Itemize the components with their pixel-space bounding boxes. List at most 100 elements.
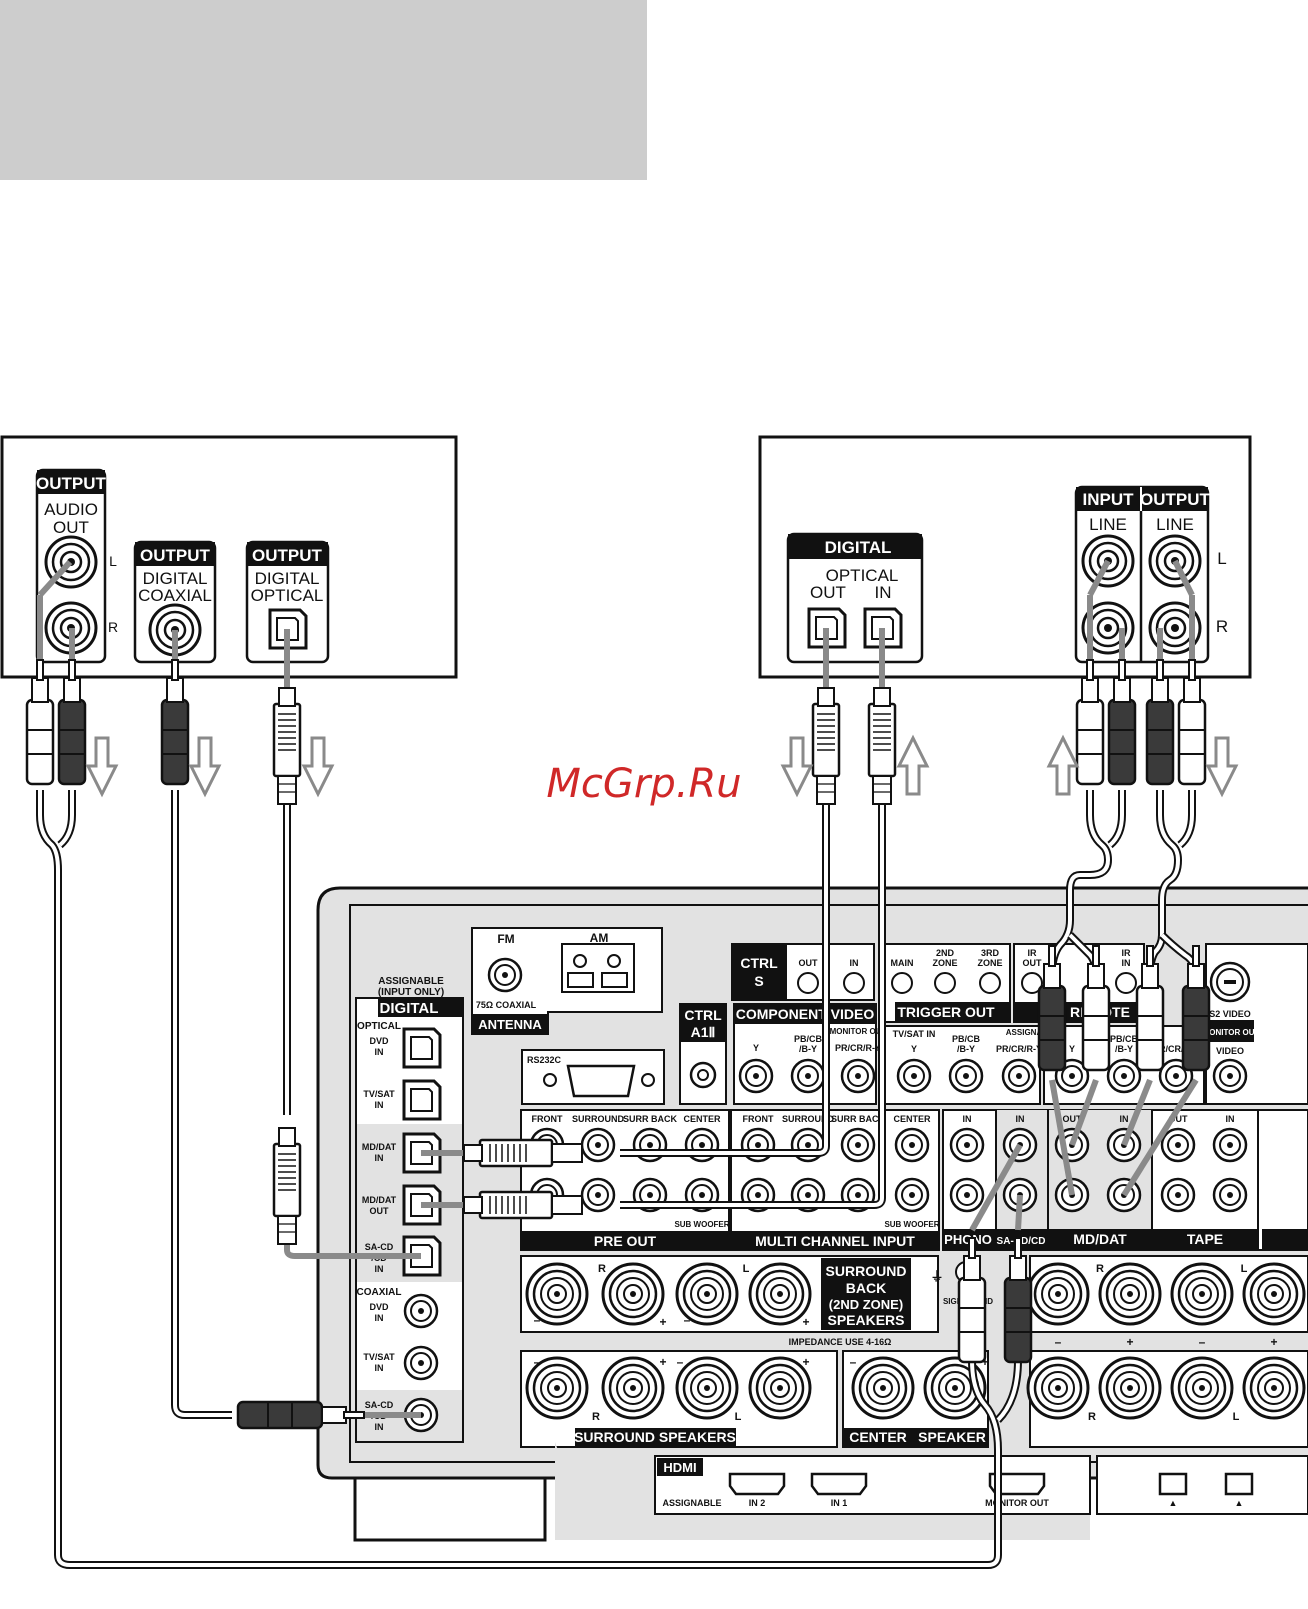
trigger-3rd-label-1: 3RD	[981, 948, 1000, 958]
phono-l-jack	[949, 1127, 985, 1163]
coax-jack-2-l2: IN	[375, 1363, 384, 1373]
sb-minus-2: –	[684, 1313, 691, 1327]
audio-r-plug	[57, 658, 87, 786]
ctrl-s-out-label: OUT	[799, 958, 819, 968]
spk-a-1	[1026, 1356, 1090, 1420]
line-input-label: LINE	[1089, 515, 1127, 534]
component-header-bg	[734, 1004, 876, 1024]
mci-subwoofer-jack	[894, 1177, 930, 1213]
comp1-pb-label-2: /B-Y	[799, 1044, 817, 1054]
sb-minus-1: –	[534, 1313, 541, 1327]
spk-a-2	[1098, 1356, 1162, 1420]
coax-plug	[160, 658, 190, 786]
audio-out-arrow	[86, 736, 118, 796]
line-input-header: INPUT	[1083, 490, 1135, 509]
coax-dvd-in-jack	[403, 1293, 439, 1329]
spk-b-plus-2: +	[1270, 1335, 1277, 1349]
mci-surround-label: SURROUND	[782, 1114, 835, 1124]
comp1-pr-label: PR/CR/R-Y	[835, 1043, 881, 1053]
am-screw-1	[573, 954, 587, 968]
optical-out-label-2: OPTICAL	[251, 586, 324, 605]
tape-out-l-jack	[1160, 1127, 1196, 1163]
comp3-pb-jack	[1106, 1058, 1142, 1094]
spk-b-minus-2: –	[1199, 1335, 1206, 1349]
phono-r-jack	[949, 1177, 985, 1213]
digital-input-only: (INPUT ONLY)	[378, 987, 444, 998]
surr-r-label: R	[592, 1411, 600, 1423]
surr-l-label: L	[735, 1411, 742, 1423]
audio-out-label-2: OUT	[53, 518, 89, 537]
sacd-link-r	[1015, 1194, 1023, 1231]
comp2-pb-jack	[948, 1058, 984, 1094]
comp3-assignable-label: ASSIGNABLE	[1006, 1028, 1059, 1037]
opt-cable-end	[284, 1245, 421, 1259]
trigger-2nd-jack	[934, 972, 956, 994]
mci-surrback-label: SURR BACK	[831, 1114, 886, 1124]
coax-jack-3-l3: IN	[375, 1422, 384, 1432]
comp1-monitor-out-label: MONITOR OUT	[830, 1027, 887, 1036]
ctrl-a1-jack-inner	[697, 1069, 709, 1081]
rec-opt-out-plug-receiver	[462, 1138, 584, 1168]
rs232c-port	[566, 1064, 636, 1098]
sb-r-label: R	[598, 1263, 606, 1275]
ilink-port-2	[1224, 1472, 1254, 1496]
line-in-l-plug	[1075, 658, 1105, 786]
center-minus: –	[850, 1355, 857, 1369]
spk-b-r-label: R	[1096, 1263, 1104, 1275]
rec-opt-in-plug-receiver	[462, 1190, 584, 1220]
antenna-label: ANTENNA	[478, 1017, 542, 1032]
surr-plus-1: +	[659, 1355, 666, 1369]
ir-out-jack	[1021, 972, 1043, 994]
comp2-pb-label-1: PB/CB	[952, 1034, 981, 1044]
optical-out-header: OUTPUT	[252, 546, 323, 565]
sb-l-label: L	[743, 1263, 750, 1275]
pre-out-header-bg	[521, 1231, 729, 1250]
line-in-r-plug	[1107, 658, 1137, 786]
optical-out-header-bg	[247, 542, 328, 566]
mci-center-label: CENTER	[893, 1114, 931, 1124]
spk-b-2	[1098, 1262, 1162, 1326]
source-device-left: OUTPUT AUDIO OUT L R OUTPUT DIGITAL COAX…	[0, 435, 458, 679]
audio-out-header-bg	[37, 470, 105, 494]
digital-header: DIGITAL	[380, 1000, 439, 1017]
mddat-out-label: OUT	[1063, 1114, 1083, 1124]
line-in-cable-inner	[1050, 790, 1111, 976]
surround-speakers-header-bg	[575, 1428, 736, 1447]
hdmi-header-bg	[657, 1458, 703, 1476]
sb-header-bg	[821, 1258, 911, 1330]
fm-coaxial-label: 75Ω COAXIAL	[476, 1000, 537, 1010]
sacd-in-label: IN	[1016, 1114, 1025, 1124]
preout-subwoofer-label: SUB WOOFER	[674, 1220, 729, 1229]
rs232c-label: RS232C	[527, 1055, 562, 1065]
center-speaker-label-2: SPEAKER	[918, 1429, 986, 1445]
spk-a-r-label: R	[1088, 1411, 1096, 1423]
ctrl-s-in-jack	[843, 972, 865, 994]
comp2-pr-label: PR/CR/R-Y	[996, 1044, 1042, 1054]
audio-out-r-label: R	[108, 619, 118, 635]
ctrl-s-label-1: CTRL	[740, 955, 778, 971]
sb-label-2: BACK	[846, 1280, 886, 1296]
hdmi-assignable-label: ASSIGNABLE	[662, 1498, 721, 1508]
coax-jack-2-l1: TV/SAT	[363, 1352, 395, 1362]
video-label: VIDEO	[1216, 1046, 1244, 1056]
ilink-arrow-2: ▲	[1235, 1498, 1244, 1508]
coax-jack-1-l1: DVD	[369, 1302, 389, 1312]
pre-out-label: PRE OUT	[594, 1233, 657, 1249]
sb-plus-2: +	[802, 1315, 809, 1329]
am-label: AM	[590, 931, 609, 945]
cables	[36, 559, 1200, 1569]
receiver-foot	[353, 1476, 547, 1542]
trigger-main-label: MAIN	[891, 958, 914, 968]
opt-tvsat-in-jack	[402, 1079, 442, 1121]
recorder-optical-in-arrow	[897, 736, 929, 796]
mddat-in-link-r	[1121, 1078, 1199, 1197]
digital-optical-header-bg	[788, 534, 922, 559]
tape-header-bg	[1152, 1229, 1258, 1250]
line-output-label: LINE	[1156, 515, 1194, 534]
hdmi-in1-label: IN 1	[831, 1498, 848, 1508]
ir-out-label-1: IR	[1028, 948, 1038, 958]
tape-label: TAPE	[1187, 1231, 1223, 1247]
rec-opt-in-cable-inner	[620, 795, 884, 1207]
line-output-header: OUTPUT	[1140, 490, 1211, 509]
